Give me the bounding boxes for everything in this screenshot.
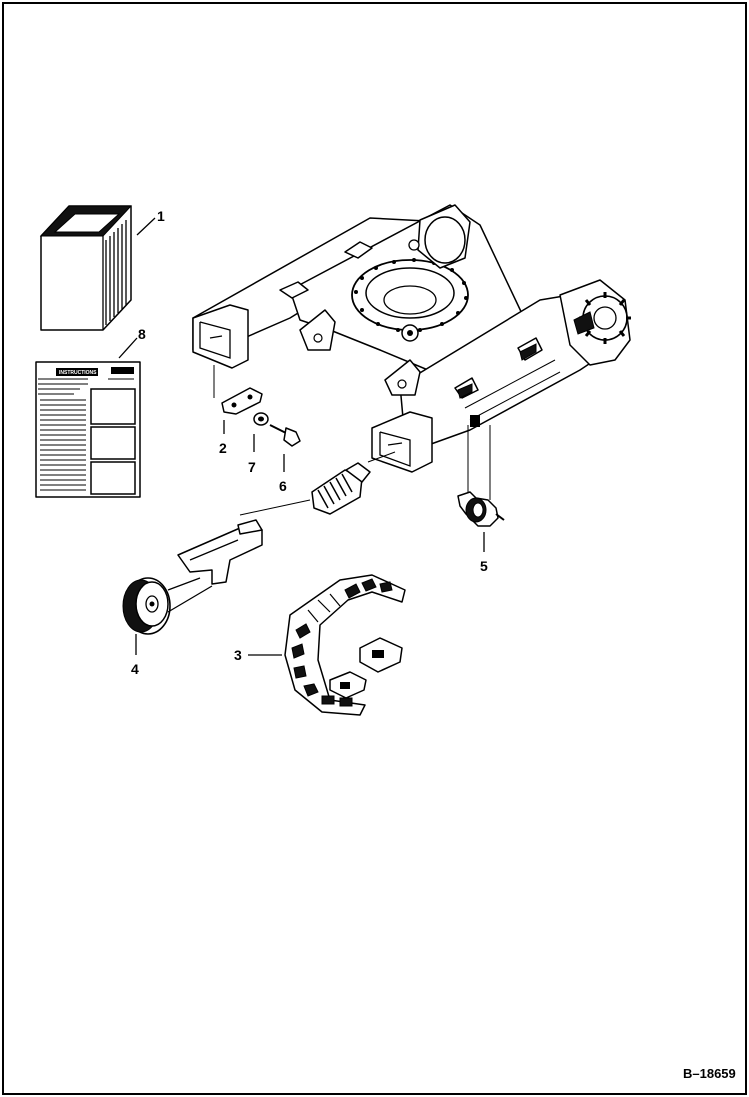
callout-2: 2 [219,440,227,456]
callout-6: 6 [279,478,287,494]
callout-7: 7 [248,459,256,475]
callout-8: 8 [138,326,146,342]
part-6-bolt [269,424,301,447]
callout-4: 4 [131,661,139,677]
undercarriage-frame [192,204,631,473]
part-2-plate [221,387,263,415]
part-1-box [39,205,133,331]
alignment-lines [213,365,491,516]
leader-8 [118,337,138,359]
callout-1: 1 [157,208,165,224]
part-5-roller [457,491,505,527]
part-7-washer [253,412,269,426]
part-8-instruction-sheet: INSTRUCTIONS [35,361,141,498]
callout-5: 5 [480,558,488,574]
track-adjuster-cylinder [311,462,371,515]
instruction-sheet-title: INSTRUCTIONS [59,370,97,376]
figure-number: B–18659 [683,1066,736,1081]
part-4-idler-wheel [122,577,213,635]
idler-yoke [177,519,263,585]
callout-3: 3 [234,647,242,663]
part-3-track [284,574,406,716]
leader-1 [136,217,156,236]
